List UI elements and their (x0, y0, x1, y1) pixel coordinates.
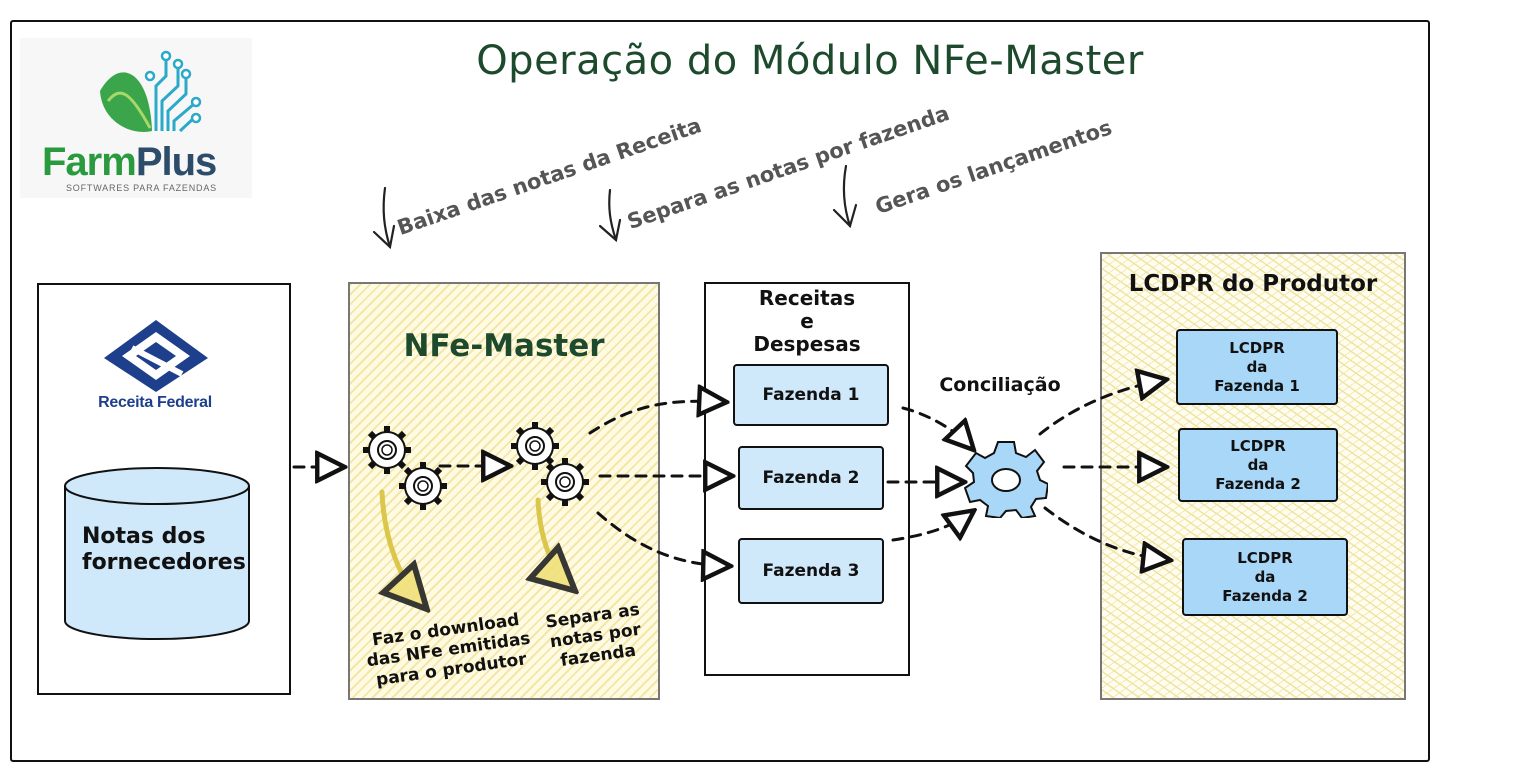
brand-name: FarmPlus (42, 140, 217, 184)
receita-federal-emblem-icon (104, 320, 208, 392)
arrow-f1-to-conciliacao (901, 406, 972, 448)
nfe-master-heading: NFe-Master (403, 328, 605, 364)
fazenda-1-box: Fazenda 1 (733, 364, 889, 426)
lcdpr-heading: LCDPR do Produtor (1128, 271, 1378, 297)
leaf-circuit-icon (100, 50, 202, 133)
fazenda-2-box: Fazenda 2 (738, 446, 884, 510)
arrow-f3-to-conciliacao (891, 512, 972, 540)
arrow-yellow-separa (538, 497, 572, 588)
arrow-to-lcdpr-1 (1038, 380, 1164, 436)
arrow-to-lcdpr-3 (1043, 506, 1168, 560)
arrow-to-fazenda-3 (596, 511, 728, 566)
arrow-to-fazenda-1 (588, 401, 724, 435)
farmplus-logo (20, 38, 252, 198)
receitas-heading: Receitas e Despesas (753, 286, 861, 356)
database-label: Notas dos fornecedores (82, 524, 246, 575)
arrow-down-note1 (382, 186, 392, 249)
cog-icon (964, 441, 1048, 518)
fazenda-3-box: Fazenda 3 (738, 538, 884, 604)
arrow-yellow-download (382, 489, 424, 606)
database-cylinder-icon (64, 467, 250, 640)
diagram-frame (10, 20, 1430, 762)
receita-federal-label: Receita Federal (98, 394, 212, 411)
brand-tagline: SOFTWARES PARA FAZENDAS (66, 183, 217, 193)
nfe-master-column (348, 282, 660, 700)
page-title: Operação do Módulo NFe-Master (476, 38, 1144, 84)
conciliacao-label: Conciliação (939, 374, 1061, 396)
